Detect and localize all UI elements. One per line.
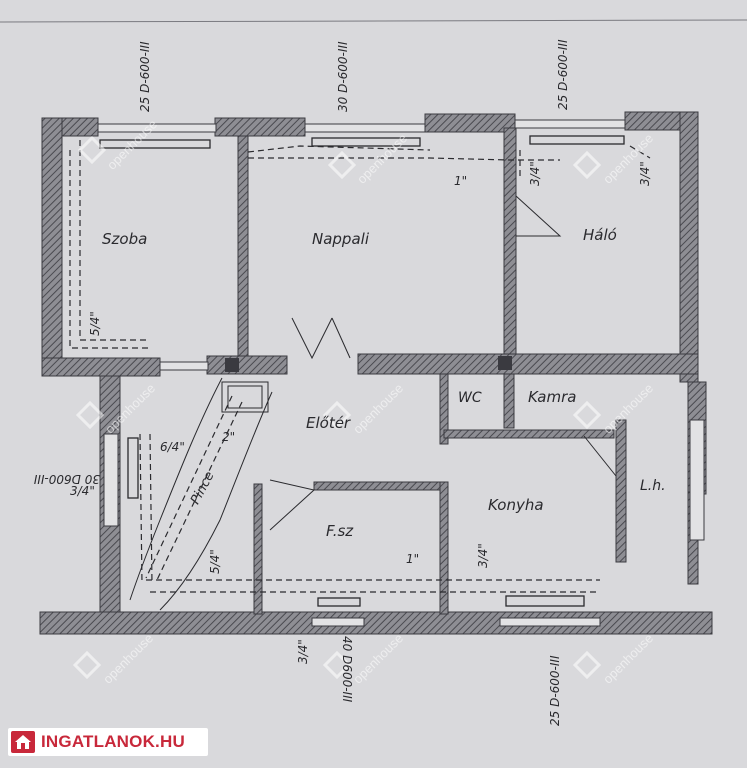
pince-boundary — [129, 377, 273, 611]
radiator-label-fsz: 40 D600-III — [340, 636, 354, 703]
chimneys — [225, 356, 512, 372]
room-label-eloter: Előtér — [306, 414, 351, 432]
room-label-kamra: Kamra — [528, 388, 577, 406]
pipe-label-64: 6/4" — [160, 440, 185, 454]
watermark-emblems — [72, 135, 602, 680]
brand-badge[interactable]: INGATLANOK.HU — [8, 728, 208, 756]
pipe-label-nappali: 1" — [454, 174, 468, 188]
pipe-label-pince: 5/4" — [208, 549, 222, 574]
house-logo-icon — [11, 731, 35, 753]
pipe-label-konyha: 3/4" — [476, 543, 490, 568]
pipe-label-szoba: 5/4" — [88, 311, 102, 336]
room-label-halo: Háló — [583, 226, 617, 244]
room-label-konyha: Konyha — [488, 496, 544, 514]
pipe-label-halo-a: 3/4" — [528, 161, 542, 186]
doors — [269, 195, 617, 531]
radiator-label-konyha: 25 D-600-III — [548, 655, 562, 726]
pipe-label-eloter: 3/4" — [70, 484, 95, 498]
pipe-label-halo-b: 3/4" — [638, 161, 652, 186]
room-label-lh: L.h. — [640, 478, 666, 494]
pipe-label-2: 2" — [222, 430, 236, 444]
room-label-szoba: Szoba — [102, 230, 148, 248]
pipe-label-fsz: 1" — [406, 552, 420, 566]
room-label-wc: WC — [458, 390, 482, 406]
interior-walls — [206, 127, 699, 615]
room-label-fsz: F.sz — [326, 522, 354, 540]
room-label-nappali: Nappali — [312, 230, 369, 248]
paper-lines — [0, 19, 747, 23]
radiator-label-halo: 25 D-600-III — [556, 39, 570, 110]
brand-name: INGATLANOK.HU — [41, 732, 185, 751]
windows — [97, 119, 705, 627]
heating-pipes — [69, 140, 651, 593]
radiator-label-szoba: 25 D-600-III — [138, 41, 152, 112]
pipe-label-fsz-b: 3/4" — [296, 639, 310, 664]
radiator-label-nappali: 30 D-600-III — [336, 41, 350, 112]
